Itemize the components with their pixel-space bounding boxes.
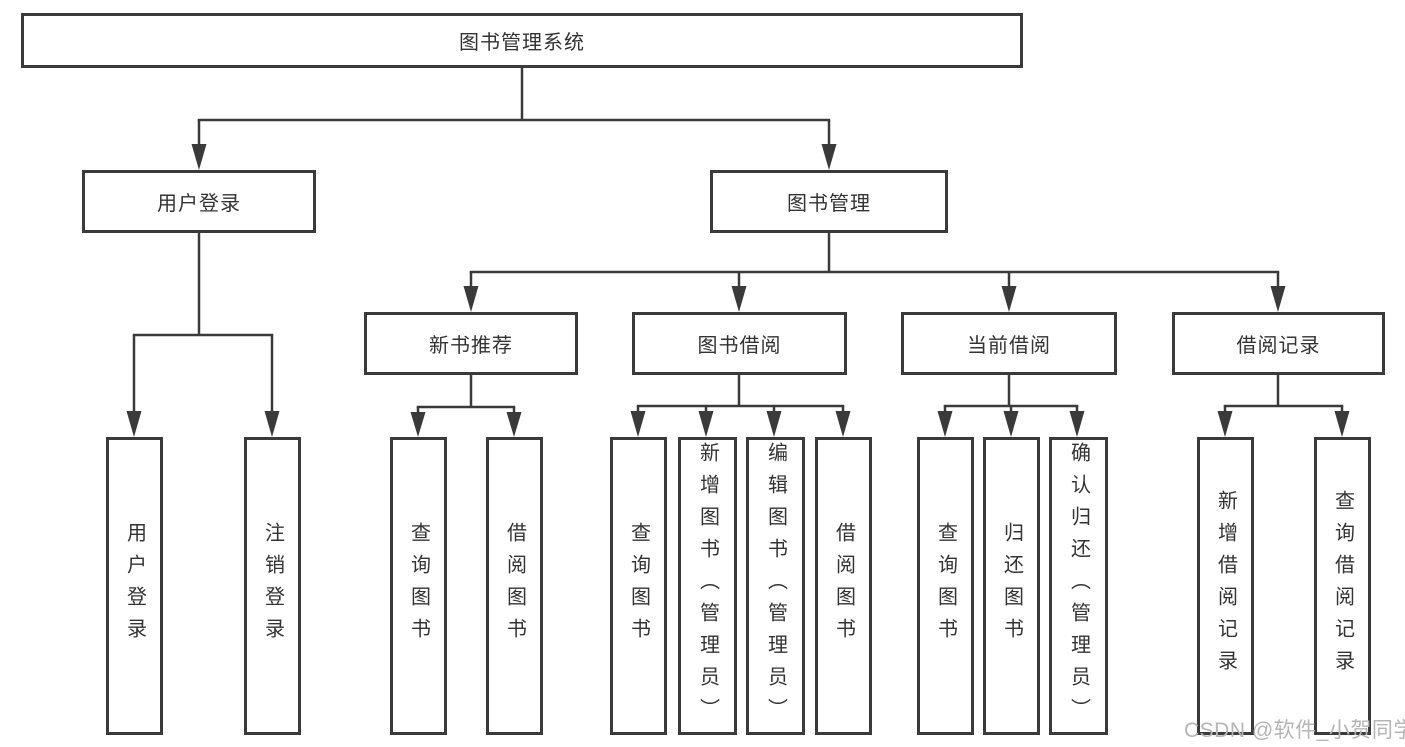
connector-user-login-children <box>126 233 280 437</box>
leaf-edit-book-admin-label: 编辑图书（管理员） <box>764 442 787 730</box>
node-book-borrow: 图书借阅 <box>632 312 847 375</box>
node-current-borrow: 当前借阅 <box>901 312 1117 375</box>
node-root-system-label: 图书管理系统 <box>459 32 585 54</box>
csdn-watermark: CSDN @软件_小贺同学 <box>1184 719 1405 742</box>
leaf-current-query-books: 查询图书 <box>917 437 974 735</box>
leaf-confirm-return-admin: 确认归还（管理员） <box>1049 437 1108 735</box>
node-book-management-branch-label: 图书管理 <box>787 193 871 215</box>
node-borrow-records: 借阅记录 <box>1172 312 1385 375</box>
connector-book-borrow-children <box>630 375 851 437</box>
node-book-borrow-label: 图书借阅 <box>697 335 782 357</box>
leaf-recommend-borrow-books: 借阅图书 <box>486 437 543 735</box>
leaf-borrow-books: 借阅图书 <box>815 437 872 735</box>
connector-borrow-records-children <box>1217 375 1350 437</box>
node-borrow-records-label: 借阅记录 <box>1236 335 1321 357</box>
leaf-add-book-admin-label: 新增图书（管理员） <box>696 442 719 730</box>
leaf-user-login: 用户登录 <box>106 437 163 735</box>
leaf-borrow-query-books: 查询图书 <box>610 437 667 735</box>
node-user-login-branch-label: 用户登录 <box>157 193 241 215</box>
connector-new-books-children <box>410 375 522 437</box>
leaf-add-book-admin: 新增图书（管理员） <box>678 437 737 735</box>
node-new-book-recommend-label: 新书推荐 <box>429 335 513 357</box>
node-new-book-recommend: 新书推荐 <box>364 312 578 375</box>
node-book-management-branch: 图书管理 <box>710 170 948 233</box>
leaf-current-query-books-label: 查询图书 <box>934 522 957 650</box>
leaf-return-books: 归还图书 <box>983 437 1040 735</box>
leaf-recommend-query-books-label: 查询图书 <box>407 522 430 650</box>
leaf-user-login-label: 用户登录 <box>123 522 146 650</box>
connector-book-management-groups <box>463 233 1286 312</box>
leaf-add-borrow-record-label: 新增借阅记录 <box>1214 490 1237 682</box>
connector-current-borrow-children <box>937 375 1085 437</box>
node-root-system: 图书管理系统 <box>21 13 1023 68</box>
leaf-query-borrow-record-label: 查询借阅记录 <box>1331 490 1354 682</box>
leaf-borrow-books-label: 借阅图书 <box>832 522 855 650</box>
leaf-add-borrow-record: 新增借阅记录 <box>1197 437 1254 735</box>
leaf-edit-book-admin: 编辑图书（管理员） <box>746 437 805 735</box>
leaf-borrow-query-books-label: 查询图书 <box>627 522 650 650</box>
leaf-recommend-borrow-books-label: 借阅图书 <box>503 522 526 650</box>
leaf-logout-label: 注销登录 <box>261 522 284 650</box>
leaf-logout: 注销登录 <box>244 437 301 735</box>
leaf-recommend-query-books: 查询图书 <box>390 437 447 735</box>
connector-root-to-level2 <box>191 68 837 170</box>
leaf-confirm-return-admin-label: 确认归还（管理员） <box>1067 442 1090 730</box>
leaf-return-books-label: 归还图书 <box>1000 522 1023 650</box>
node-current-borrow-label: 当前借阅 <box>967 335 1051 357</box>
leaf-query-borrow-record: 查询借阅记录 <box>1314 437 1371 735</box>
node-user-login-branch: 用户登录 <box>82 170 316 233</box>
